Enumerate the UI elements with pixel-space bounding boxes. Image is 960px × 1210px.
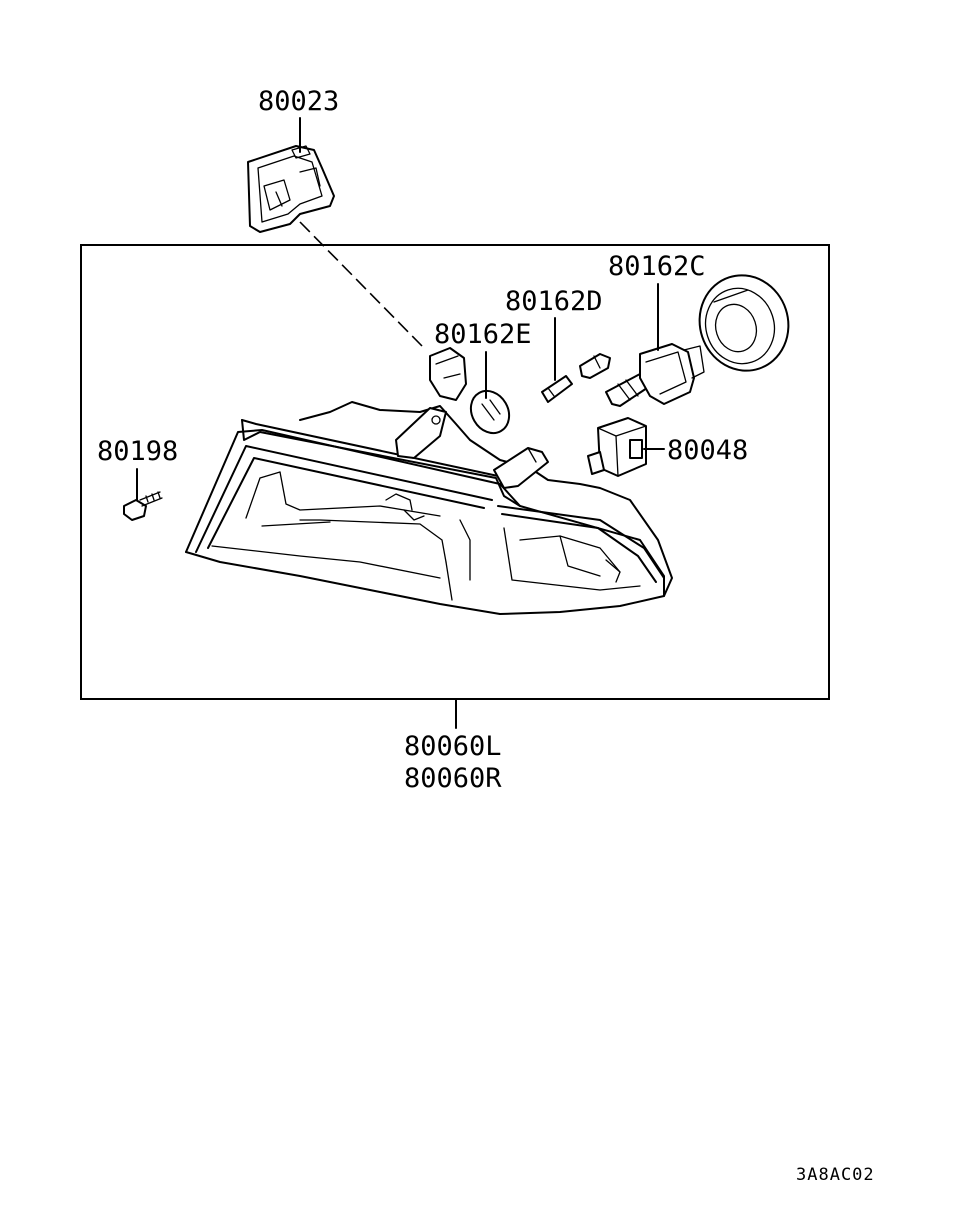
halogen-bulb-part-80162C[interactable]	[605, 343, 705, 407]
label-80060L: 80060L	[404, 731, 502, 762]
label-80060R: 80060R	[404, 763, 502, 794]
label-80162E: 80162E	[434, 319, 532, 350]
bulb-seal-ring[interactable]	[687, 264, 800, 382]
cover-part-80023[interactable]	[247, 145, 335, 233]
label-80198: 80198	[97, 436, 178, 467]
label-80023: 80023	[258, 86, 339, 117]
dash-leader-80023	[299, 221, 423, 347]
headlamp-housing	[185, 401, 673, 615]
assembly-frame	[80, 244, 830, 700]
label-80048: 80048	[667, 435, 748, 466]
label-80162D: 80162D	[505, 286, 603, 317]
figure-code: 3A8AC02	[796, 1165, 875, 1185]
socket-part-80162E[interactable]	[429, 347, 517, 440]
actuator-part-80048[interactable]	[587, 417, 647, 477]
label-80162C: 80162C	[608, 251, 706, 282]
screw-part-80198[interactable]	[123, 491, 163, 521]
wedge-bulb-part-80162D[interactable]	[541, 353, 611, 403]
